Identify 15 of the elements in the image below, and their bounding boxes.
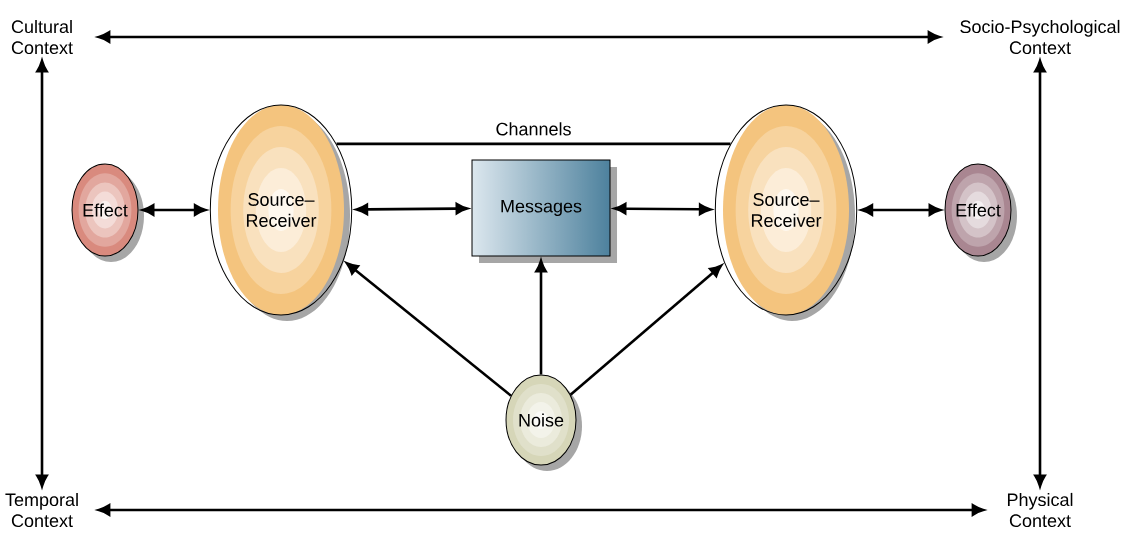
arrow [860, 204, 942, 216]
arrow [535, 259, 547, 375]
arrow [36, 59, 48, 488]
arrow [345, 262, 512, 397]
context-label: Cultural Context [11, 19, 73, 55]
messages-box: Messages [471, 159, 617, 263]
arrow [569, 264, 723, 396]
context-label: Socio-Psychological Context [960, 19, 1120, 55]
context-label: Physical Context [1007, 492, 1073, 528]
arrow [1034, 59, 1046, 488]
context-label: Temporal Context [5, 492, 78, 528]
arrow [141, 204, 207, 216]
edge-label: Channels [493, 120, 574, 138]
arrow [97, 31, 941, 43]
arrow [97, 504, 985, 516]
